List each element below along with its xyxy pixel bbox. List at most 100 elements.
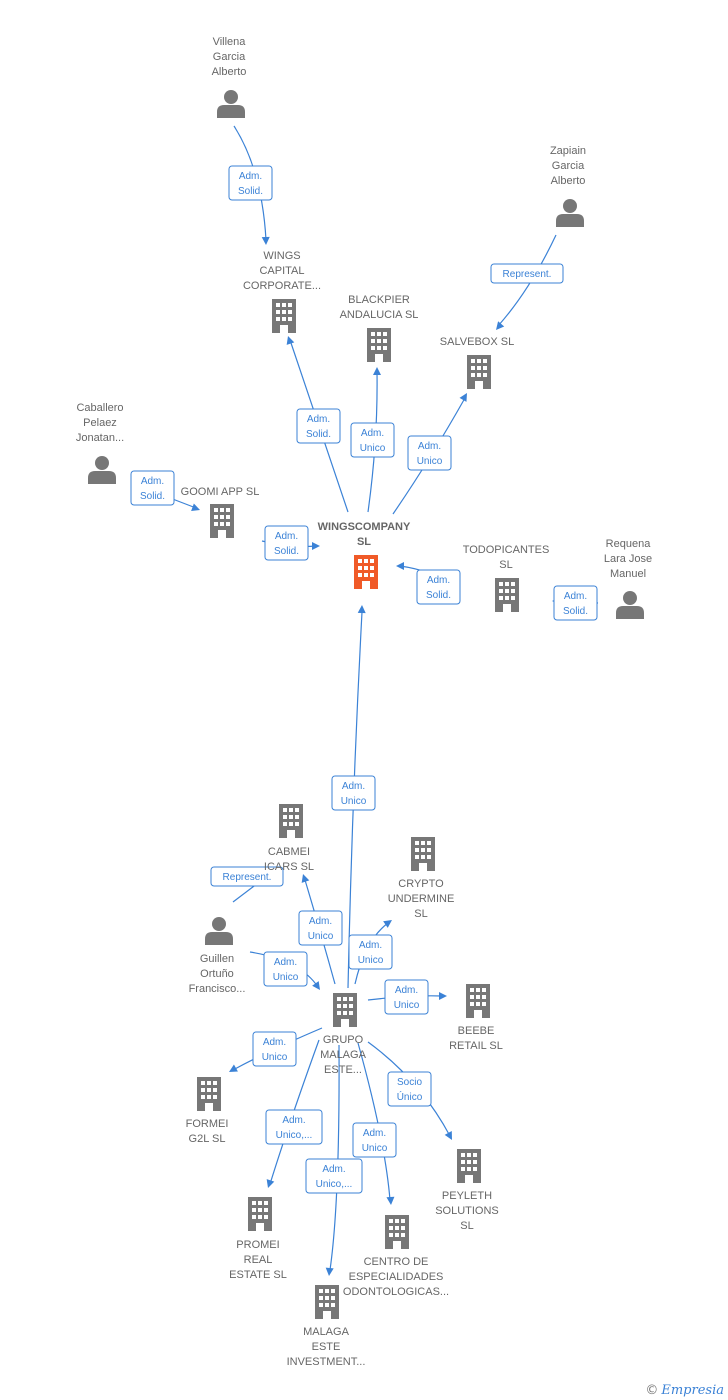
node-label: Garcia: [552, 160, 585, 172]
arrow-head-icon: [286, 336, 295, 345]
node-label: Guillen: [200, 953, 234, 965]
node-label: TODOPICANTES: [463, 544, 550, 556]
node-label: Garcia: [213, 51, 246, 63]
company-node-malaga_este[interactable]: MALAGAESTEINVESTMENT...: [287, 1285, 366, 1368]
relationship-badge[interactable]: Adm.Solid.: [228, 165, 273, 201]
relationship-label: Solid.: [274, 546, 299, 557]
relationship-badge[interactable]: Adm. Unico: [331, 775, 376, 811]
person-node-guillen[interactable]: GuillenOrtuñoFrancisco...: [189, 917, 246, 995]
arrow-head-icon: [266, 1179, 275, 1188]
relationship-badge[interactable]: Adm.Unico: [348, 934, 393, 970]
building-icon: [466, 984, 490, 1018]
relationship-badge[interactable]: Adm.Unico: [263, 951, 308, 987]
building-icon: [411, 837, 435, 871]
arrow-head-icon: [496, 321, 505, 330]
relationship-badge[interactable]: Adm. Unico: [407, 435, 452, 471]
relationship-label: Adm.: [342, 781, 365, 792]
node-label: Requena: [606, 538, 652, 550]
company-node-centro[interactable]: CENTRO DEESPECIALIDADESODONTOLOGICAS...: [343, 1215, 449, 1298]
building-icon: [248, 1197, 272, 1231]
relationship-label: Unico,...: [276, 1130, 313, 1141]
node-label: INVESTMENT...: [287, 1356, 366, 1368]
brand-logo: Empresia: [661, 1383, 724, 1398]
relationship-label: Adm.: [322, 1164, 345, 1175]
relationship-label: Adm.: [564, 591, 587, 602]
relationship-label: Adm.: [363, 1128, 386, 1139]
relationship-badge[interactable]: Adm.Unico: [384, 979, 429, 1015]
node-label: PEYLETH: [442, 1190, 492, 1202]
company-node-grupo[interactable]: GRUPOMALAGAESTE...: [320, 993, 367, 1076]
building-icon: [315, 1285, 339, 1319]
relationship-badge[interactable]: Adm.Unico: [298, 910, 343, 946]
edge-line: [357, 1042, 391, 1201]
relationship-badge[interactable]: Adm.Solid.: [553, 585, 598, 621]
relationship-label: Adm.: [141, 476, 164, 487]
copyright-icon: ©: [645, 1383, 659, 1398]
node-label: SALVEBOX SL: [440, 336, 514, 348]
node-label: ESTATE SL: [229, 1269, 287, 1281]
node-label: G2L SL: [189, 1133, 226, 1145]
node-label: SL: [460, 1220, 473, 1232]
relationship-badge[interactable]: Adm. Unico: [252, 1031, 297, 1067]
relationship-badge[interactable]: Adm. Solid.: [130, 470, 175, 506]
company-node-salvebox[interactable]: SALVEBOX SL: [440, 336, 514, 389]
relationship-label: Solid.: [426, 590, 451, 601]
arrow-head-icon: [439, 992, 447, 1000]
footer-brand[interactable]: ©Empresia: [645, 1383, 724, 1398]
arrow-head-icon: [383, 920, 392, 928]
relationship-label: Unico: [262, 1052, 288, 1063]
arrow-head-icon: [396, 562, 404, 570]
relationship-badge[interactable]: Adm. Solid.: [416, 569, 461, 605]
relationship-label: Adm.: [263, 1037, 286, 1048]
relationship-label: Unico: [417, 456, 443, 467]
arrow-head-icon: [459, 393, 467, 402]
building-icon: [197, 1077, 221, 1111]
relationship-badge[interactable]: Adm.Solid.: [296, 408, 341, 444]
company-node-wings_capital[interactable]: WINGSCAPITALCORPORATE...: [243, 250, 321, 333]
person-node-caballero[interactable]: CaballeroPelaezJonatan...: [76, 402, 124, 484]
node-label: GRUPO: [323, 1034, 364, 1046]
relationship-label: Adm.: [275, 531, 298, 542]
node-label: BLACKPIER: [348, 294, 410, 306]
node-label: UNDERMINE: [388, 893, 455, 905]
relationship-badge[interactable]: Adm.Unico,...: [305, 1158, 363, 1194]
relationship-label: Adm.: [418, 441, 441, 452]
arrow-head-icon: [357, 605, 366, 614]
person-icon: [616, 591, 644, 619]
relationship-label: Adm.: [427, 575, 450, 586]
relationship-badge[interactable]: Adm. Solid.: [264, 525, 309, 561]
node-label: WINGS: [263, 250, 300, 262]
relationship-badge[interactable]: Adm.Unico: [350, 422, 395, 458]
relationship-badge[interactable]: Represent.: [490, 263, 564, 284]
relationship-label: Solid.: [140, 491, 165, 502]
node-label: SL: [357, 536, 371, 548]
relationship-badge[interactable]: Adm.Unico: [352, 1122, 397, 1158]
node-label: Alberto: [212, 66, 247, 78]
relationship-label: Adm.: [361, 428, 384, 439]
node-label: REAL: [244, 1254, 273, 1266]
relationship-label: Unico: [273, 972, 299, 983]
node-label: Villena: [213, 36, 247, 48]
node-label: BEEBE: [458, 1025, 495, 1037]
building-icon: [467, 355, 491, 389]
relationship-badge[interactable]: Represent.: [210, 866, 284, 887]
relationship-badge[interactable]: Adm.Unico,...: [265, 1109, 323, 1145]
person-icon: [88, 456, 116, 484]
relationship-label: Unico: [341, 796, 367, 807]
company-node-goomi[interactable]: GOOMI APP SL: [181, 486, 260, 538]
node-label: Zapiain: [550, 145, 586, 157]
